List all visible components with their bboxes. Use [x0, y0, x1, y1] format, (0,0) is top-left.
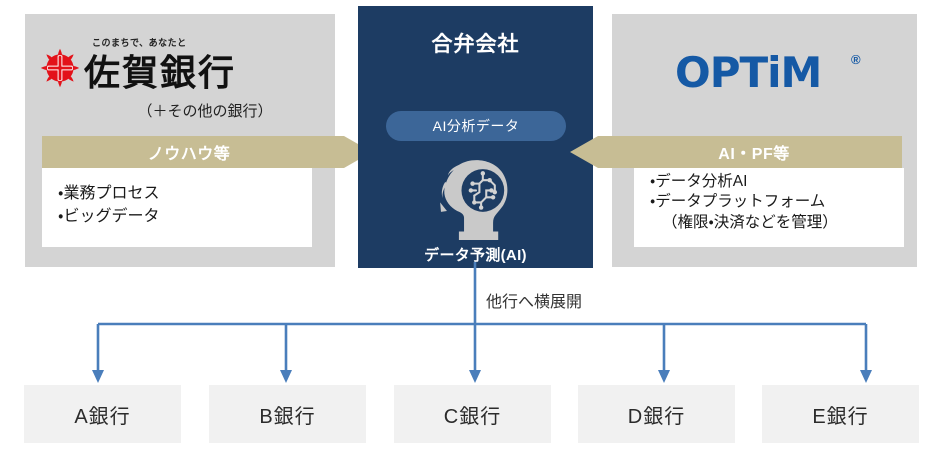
horizontal-expansion-label: 他行へ横展開 [486, 294, 583, 311]
bank-label: D銀行 [627, 405, 686, 428]
ai-analysis-data-label: AI分析データ [432, 118, 520, 134]
right-contributions-card: ・データ分析AI ・データプラットフォーム （権限・決済などを管理） [634, 168, 904, 247]
knowhow-arrow-band: ノウハウ等 [42, 136, 372, 168]
right-contribution-item: ・データ分析AI [650, 173, 748, 190]
saga-bank-logo: このまちで、あなたと 佐賀銀行 [40, 36, 280, 94]
left-party-subtitle: （＋その他の銀行） [137, 103, 273, 120]
right-contribution-note: （権限・決済などを管理） [662, 213, 838, 231]
knowhow-arrow-label: ノウハウ等 [147, 146, 231, 163]
left-contribution-item: ・ビッグデータ [58, 208, 160, 226]
bank-box-a[interactable]: A銀行 [24, 385, 181, 443]
bank-label: C銀行 [443, 405, 502, 428]
bank-label: A銀行 [74, 405, 131, 428]
bank-label: B銀行 [259, 405, 316, 428]
ai-analysis-data-pill: AI分析データ [386, 111, 566, 141]
ai-pf-arrow-band: AI・PF等 [570, 136, 902, 168]
expansion-connector-tree [92, 262, 872, 383]
bank-box-e[interactable]: E銀行 [762, 385, 919, 443]
left-contributions-card: ・業務プロセス ・ビッグデータ [42, 168, 312, 247]
optim-logo: OPTiM [675, 48, 822, 97]
bank-box-b[interactable]: B銀行 [209, 385, 366, 443]
joint-venture-panel: 合弁会社 AI分析データ [358, 6, 593, 268]
saga-bank-tagline: このまちで、あなたと [92, 38, 187, 50]
bank-box-c[interactable]: C銀行 [394, 385, 551, 443]
joint-venture-title: 合弁会社 [431, 33, 520, 56]
saga-bank-name: 佐賀銀行 [84, 52, 237, 94]
bank-box-d[interactable]: D銀行 [578, 385, 735, 443]
data-prediction-caption: データ予測(AI) [424, 247, 527, 264]
optim-logo-name: OPTiM [675, 48, 822, 97]
optim-registered-mark: ® [851, 52, 861, 67]
left-contribution-item: ・業務プロセス [58, 185, 160, 202]
right-contribution-item: ・データプラットフォーム [650, 193, 826, 211]
bank-label: E銀行 [812, 405, 869, 428]
saga-bank-logo-mark [40, 48, 80, 88]
ai-pf-arrow-label: AI・PF等 [718, 146, 790, 163]
ai-brain-head-icon [439, 160, 507, 240]
